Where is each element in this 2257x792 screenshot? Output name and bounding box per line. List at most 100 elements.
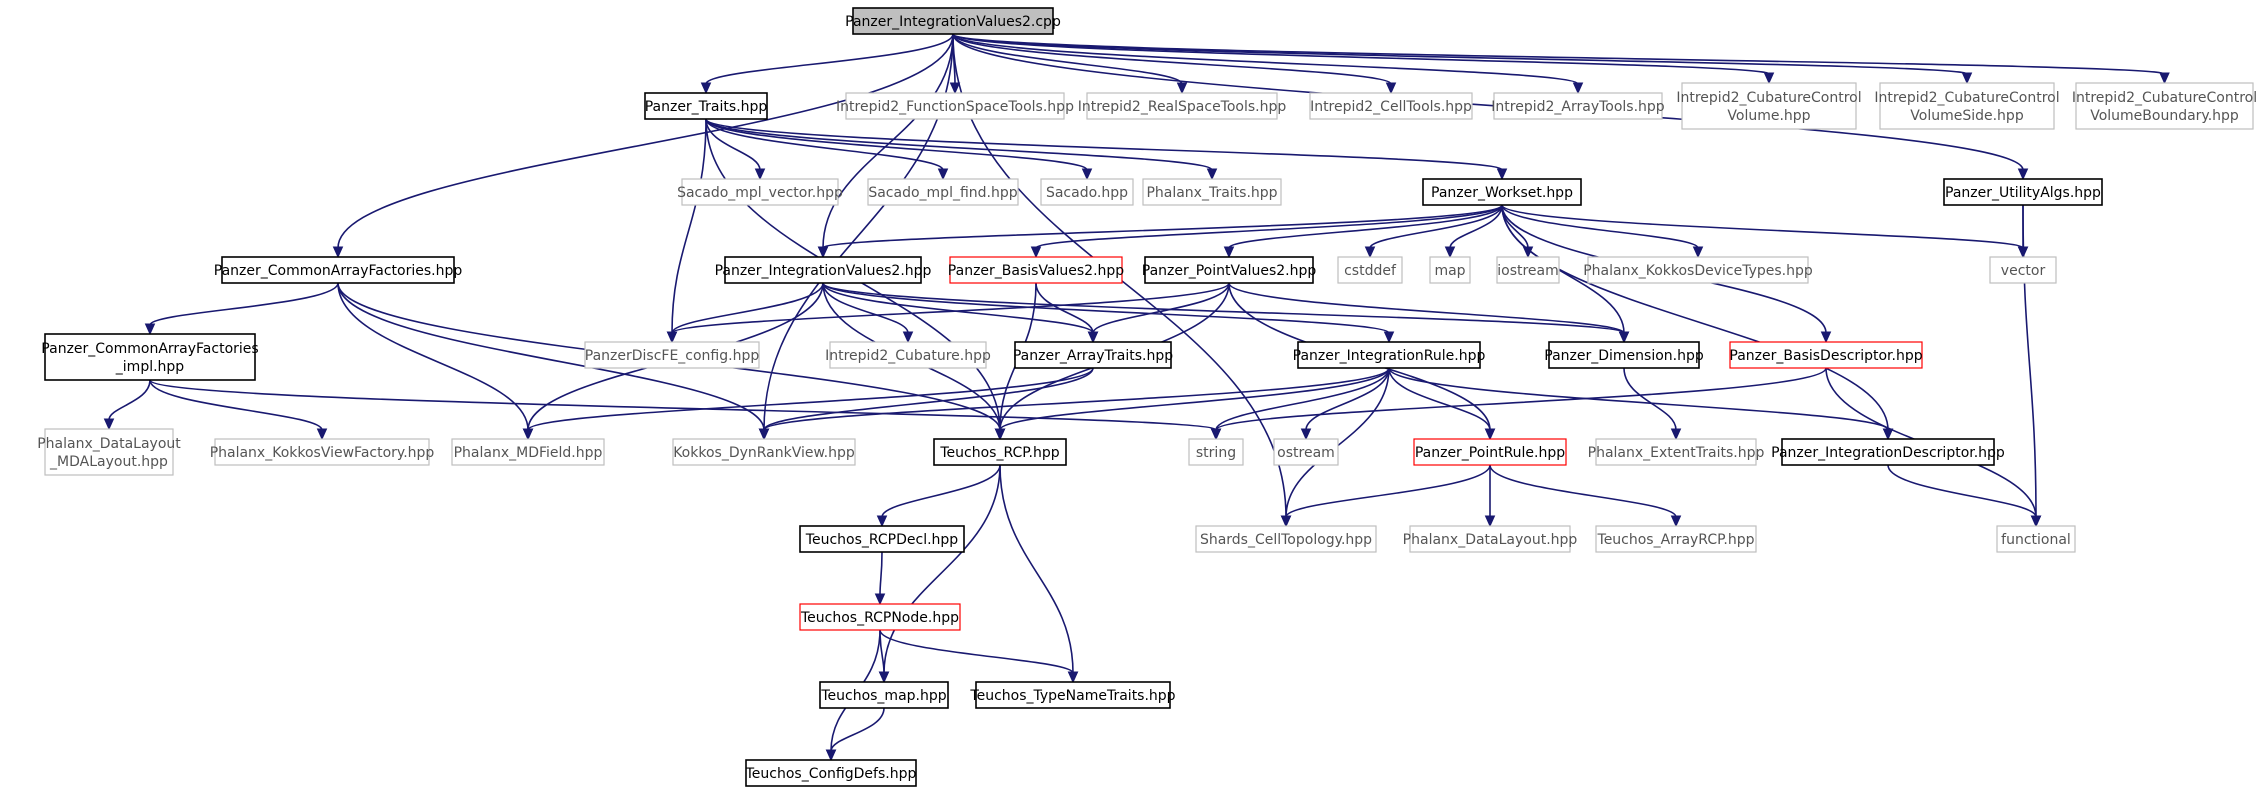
node-pet-label-line-0: Phalanx_ExtentTraits.hpp [1588,445,1765,461]
node-at: Intrepid2_ArrayTools.hpp [1491,92,1665,120]
node-caf[interactable]: Panzer_CommonArrayFactories.hpp [214,256,463,284]
node-dim-box [1548,341,1700,369]
node-kvf: Phalanx_KokkosViewFactory.hpp [210,438,434,466]
edge-cafi-to-kvf [149,379,323,431]
node-caf-label-line-0: Panzer_CommonArrayFactories.hpp [214,263,463,279]
node-fst-box [845,92,1065,120]
node-pdl-box [44,428,174,476]
node-rcpdecl[interactable]: Teuchos_RCPDecl.hpp [799,525,965,553]
edge-iv2-to-ir [822,282,1390,334]
node-rcpnode-box [799,603,961,631]
edge-root-to-caf [337,33,954,249]
node-iostream: iostream [1496,256,1560,284]
node-icub-box [829,341,987,369]
edge-traits-to-ws [705,118,1503,171]
edge-rcpdecl-to-rcpnode [879,551,883,596]
node-kdrv-box [672,438,856,466]
edge-root-to-ccvb [952,33,2166,75]
node-cafi-label-line-1: _impl.hpp [115,359,185,375]
node-icub: Intrepid2_Cubature.hpp [825,341,991,369]
edge-ir-to-ostream [1305,367,1390,431]
node-bv2-box [949,256,1123,284]
node-ir[interactable]: Panzer_IntegrationRule.hpp [1293,341,1486,369]
edge-ws-to-id [1501,204,1889,431]
node-ccvb-label-line-1: VolumeBoundary.hpp [2090,108,2239,124]
node-at-label-line-0: Intrepid2_ArrayTools.hpp [1491,99,1665,115]
node-cstddef-box [1337,256,1403,284]
edge-ws-to-cstddef [1369,204,1503,249]
node-ostream-box [1273,438,1339,466]
node-iv2-box [724,256,922,284]
node-traits[interactable]: Panzer_Traits.hpp [644,92,768,120]
node-rcpnode[interactable]: Teuchos_RCPNode.hpp [799,603,961,631]
node-bv2[interactable]: Panzer_BasisValues2.hpp [948,256,1125,284]
edge-arrowhead-pr-to-phdl [1484,515,1496,528]
node-kdt-label-line-0: Phalanx_KokkosDeviceTypes.hpp [1583,263,1813,279]
node-phdl: Phalanx_DataLayout.hpp [1403,525,1577,553]
edge-rcpnode-to-tmap [879,629,885,674]
edge-arrowhead-ir-to-pr [1484,428,1496,441]
node-pet-box [1595,438,1757,466]
node-vector: vector [1989,256,2057,284]
edge-arrowhead-ws-to-cstddef [1364,246,1376,259]
node-string: string [1188,438,1244,466]
node-rcp-label-line-0: Teuchos_RCP.hpp [939,445,1059,461]
node-ccv-label-line-1: Volume.hpp [1727,108,1810,124]
edge-arrowhead-ir-to-ostream [1300,428,1312,441]
edge-arrowhead-traits-to-ws [1496,168,1508,181]
edge-iv2-to-pdfe [671,282,824,334]
edge-ws-to-map [1449,204,1503,249]
edge-arrowhead-rcpdecl-to-rcpnode [874,593,886,606]
edge-arrowhead-id-to-func [2030,515,2042,528]
edge-ir-to-string [1215,367,1390,431]
edge-cafi-to-string [149,379,1217,431]
node-pr[interactable]: Panzer_PointRule.hpp [1413,438,1567,466]
edge-ir-to-rcp [999,367,1390,431]
edge-arrowhead-pv2-to-pdfe [666,331,678,344]
edge-arrowhead-root-to-ccvb [2159,72,2170,85]
node-iv2-label-line-0: Panzer_IntegrationValues2.hpp [715,263,932,279]
edge-tmap-to-cfg [830,707,885,752]
node-traits-label-line-0: Panzer_Traits.hpp [645,99,768,115]
node-map-label-line-0: map [1434,263,1465,279]
node-pv2[interactable]: Panzer_PointValues2.hpp [1142,256,1317,284]
node-ua-box [1943,178,2103,206]
node-sac-box [1040,178,1134,206]
node-pr-box [1413,438,1567,466]
node-rcpnode-label-line-0: Teuchos_RCPNode.hpp [800,610,959,626]
node-rcp[interactable]: Teuchos_RCP.hpp [933,438,1067,466]
edge-arrowhead-rcpnode-to-tmap [878,671,890,684]
node-tnt[interactable]: Teuchos_TypeNameTraits.hpp [969,681,1176,709]
node-cfg[interactable]: Teuchos_ConfigDefs.hpp [745,759,917,787]
node-fst-label-line-0: Intrepid2_FunctionSpaceTools.hpp [836,99,1074,115]
node-pv2-label-line-0: Panzer_PointValues2.hpp [1142,263,1317,279]
edge-pat-to-mdf [527,367,1094,431]
edge-rcp-to-tmap [883,464,1001,674]
node-tmap[interactable]: Teuchos_map.hpp [819,681,949,709]
node-bd-label-line-0: Panzer_BasisDescriptor.hpp [1729,348,1922,364]
edge-arrowhead-root-to-ua [2017,168,2029,181]
node-root[interactable]: Panzer_IntegrationValues2.cpp [845,7,1061,35]
node-ws[interactable]: Panzer_Workset.hpp [1422,178,1582,206]
edge-arrowhead-ws-to-bd [1820,331,1832,344]
edge-arrowhead-root-to-rst [1176,82,1188,95]
node-id[interactable]: Panzer_IntegrationDescriptor.hpp [1771,438,2005,466]
edge-caf-to-mdf [337,282,529,431]
edge-arrowhead-ir-to-rcp [994,428,1006,441]
node-ccv-box [1681,82,1857,130]
node-pat[interactable]: Panzer_ArrayTraits.hpp [1013,341,1173,369]
node-iv2[interactable]: Panzer_IntegrationValues2.hpp [715,256,932,284]
node-kdt-box [1587,256,1809,284]
node-ua[interactable]: Panzer_UtilityAlgs.hpp [1943,178,2103,206]
node-dim[interactable]: Panzer_Dimension.hpp [1544,341,1704,369]
edge-pv2-to-pdfe [671,282,1230,334]
node-func-label-line-0: functional [2001,532,2071,548]
edge-rcpnode-to-tnt [879,629,1074,674]
node-bd[interactable]: Panzer_BasisDescriptor.hpp [1729,341,1923,369]
edge-arrowhead-traits-to-smv [754,168,766,181]
node-root-box [852,7,1054,35]
node-cafi[interactable]: Panzer_CommonArrayFactories_impl.hpp [41,333,259,381]
node-pht-box [1142,178,1282,206]
